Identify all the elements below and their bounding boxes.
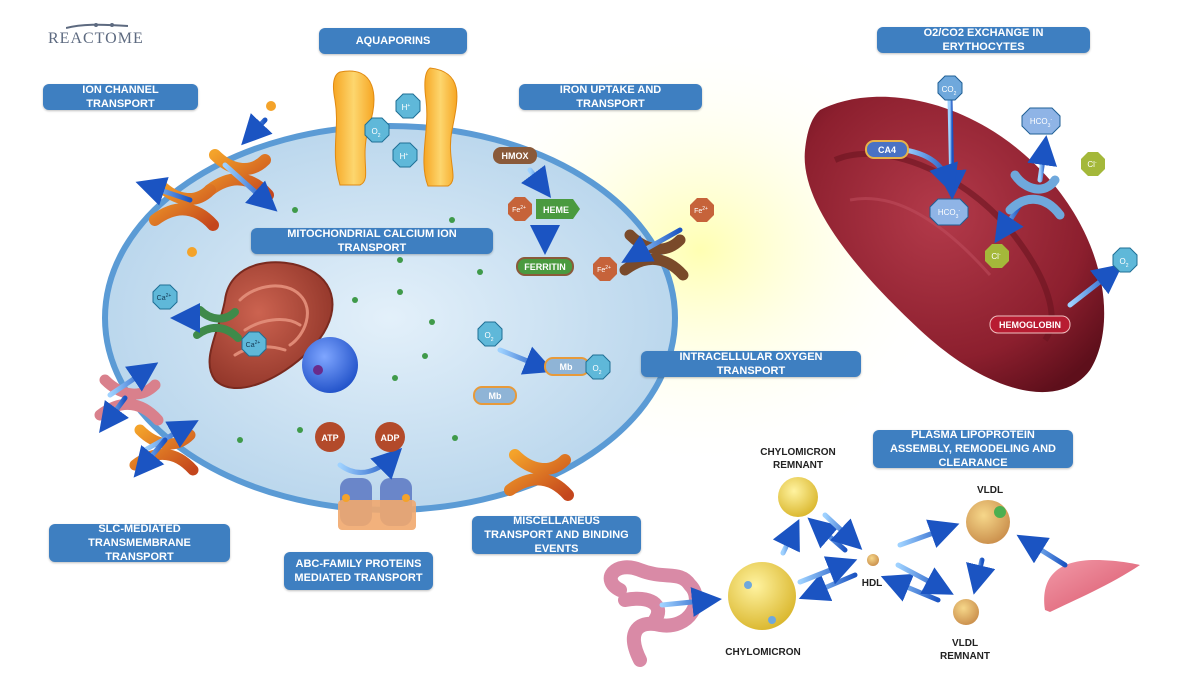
svg-text:HEME: HEME xyxy=(543,205,569,215)
hco3-molecule-outside: HCO3- xyxy=(1021,107,1061,135)
svg-text:CA4: CA4 xyxy=(878,145,896,155)
svg-text:ADP: ADP xyxy=(380,433,399,443)
h-plus-molecule: H+ xyxy=(395,93,421,119)
lipoprotein-label[interactable]: PLASMA LIPOPROTEIN ASSEMBLY, REMODELING … xyxy=(873,429,1073,469)
chylomicron-remnant-particle xyxy=(778,477,818,517)
o2co2-exchange-label[interactable]: O2/CO2 EXCHANGE IN ERYTHOCYTES xyxy=(877,27,1090,53)
slc-transport-label[interactable]: SLC-MEDIATED TRANSMEMBRANE TRANSPORT xyxy=(49,523,230,563)
o2-molecule-cell: O2 xyxy=(477,321,503,347)
ferritin-badge: FERRITIN xyxy=(516,257,574,276)
nucleus xyxy=(302,337,358,393)
hco3-molecule-inside: HCO3- xyxy=(929,198,969,226)
cl-molecule-outside: Cl- xyxy=(1081,152,1105,176)
svg-text:FERRITIN: FERRITIN xyxy=(524,262,566,272)
hemoglobin-badge: HEMOGLOBIN xyxy=(989,315,1071,334)
aquaporin-channel xyxy=(332,67,458,187)
lipoprotein-particles xyxy=(728,477,1010,630)
vldl-remnant-label: VLDL REMNANT xyxy=(940,638,990,662)
svg-text:Ca2+: Ca2+ xyxy=(157,293,172,302)
svg-text:Cl-: Cl- xyxy=(1087,160,1097,169)
reactome-logo: REACTOME xyxy=(48,30,144,47)
svg-text:H+: H+ xyxy=(400,152,409,161)
band3-transporter xyxy=(1005,170,1065,220)
svg-text:HMOX: HMOX xyxy=(502,151,529,161)
svg-text:Mb: Mb xyxy=(489,391,502,401)
svg-text:O2: O2 xyxy=(484,331,493,343)
svg-text:ATP: ATP xyxy=(321,433,338,443)
vldl-particle xyxy=(966,500,1010,544)
liver xyxy=(1044,560,1140,612)
ca4-badge: CA4 xyxy=(865,140,909,159)
iron-uptake-label[interactable]: IRON UPTAKE AND TRANSPORT xyxy=(519,84,702,110)
svg-text:Fe2+: Fe2+ xyxy=(512,205,526,214)
mitochondrial-calcium-label[interactable]: MITOCHONDRIAL CALCIUM ION TRANSPORT xyxy=(251,228,493,254)
chylomicron-label: CHYLOMICRON xyxy=(725,647,801,658)
ion-channel-label[interactable]: ION CHANNEL TRANSPORT xyxy=(43,84,198,110)
mb-badge: Mb xyxy=(473,386,517,405)
svg-text:HCO3-: HCO3- xyxy=(1030,117,1053,129)
h-plus-molecule-2: H+ xyxy=(392,142,418,168)
atp-molecule: ATP xyxy=(315,422,345,452)
svg-text:H+: H+ xyxy=(402,103,411,112)
reactome-logo-icon xyxy=(66,23,128,29)
co2-molecule: CO2 xyxy=(937,75,963,101)
vldl-label: VLDL xyxy=(976,485,1004,496)
svg-text:Fe2+: Fe2+ xyxy=(694,206,708,215)
o2-molecule-rbc: O2 xyxy=(1112,247,1138,273)
transport-arrows xyxy=(99,113,683,480)
intracellular-oxygen-label[interactable]: INTRACELLULAR OXYGEN TRANSPORT xyxy=(641,351,861,377)
hdl-label: HDL xyxy=(861,578,883,589)
aquaporins-label[interactable]: AQUAPORINS xyxy=(319,28,467,54)
ca-molecule-mito: Ca2+ xyxy=(241,331,267,357)
heme-badge: HEME xyxy=(536,199,580,219)
svg-text:HCO3-: HCO3- xyxy=(938,208,961,220)
fe-molecule-1: Fe2+ xyxy=(508,197,532,221)
misc-transporter xyxy=(504,449,574,501)
adp-molecule: ADP xyxy=(375,422,405,452)
lipoprotein-arrows xyxy=(659,512,1068,617)
fe-molecule-3: Fe2+ xyxy=(690,198,714,222)
svg-text:Mb: Mb xyxy=(560,362,573,372)
intestine xyxy=(603,560,703,667)
svg-text:Fe2+: Fe2+ xyxy=(597,265,611,274)
svg-text:HEMOGLOBIN: HEMOGLOBIN xyxy=(999,320,1061,330)
fe-molecule-2: Fe2+ xyxy=(593,257,617,281)
abc-transporter xyxy=(338,478,416,530)
hdl-particle xyxy=(867,554,879,566)
o2-molecule: O2 xyxy=(364,117,390,143)
svg-text:O2: O2 xyxy=(1119,257,1128,269)
chylomicron-remnant-label: CHYLOMICRON REMNANT xyxy=(760,447,836,471)
mb-o2-complex: Mb O2 xyxy=(544,354,611,380)
svg-text:Cl-: Cl- xyxy=(991,252,1001,261)
abc-transport-label[interactable]: ABC-FAMILY PROTEINS MEDIATED TRANSPORT xyxy=(284,552,433,590)
cl-molecule-inside: Cl- xyxy=(985,244,1009,268)
chylomicron-particle xyxy=(728,562,796,630)
ca-molecule-outside: Ca2+ xyxy=(152,284,178,310)
misc-transport-label[interactable]: MISCELLANEUS TRANSPORT AND BINDING EVENT… xyxy=(472,515,641,555)
hmox-badge: HMOX xyxy=(493,147,537,164)
vldl-remnant-particle xyxy=(953,599,979,625)
svg-text:O2: O2 xyxy=(371,127,380,139)
svg-text:Ca2+: Ca2+ xyxy=(246,340,261,349)
svg-text:CO2: CO2 xyxy=(942,85,957,97)
svg-text:O2: O2 xyxy=(592,364,601,376)
